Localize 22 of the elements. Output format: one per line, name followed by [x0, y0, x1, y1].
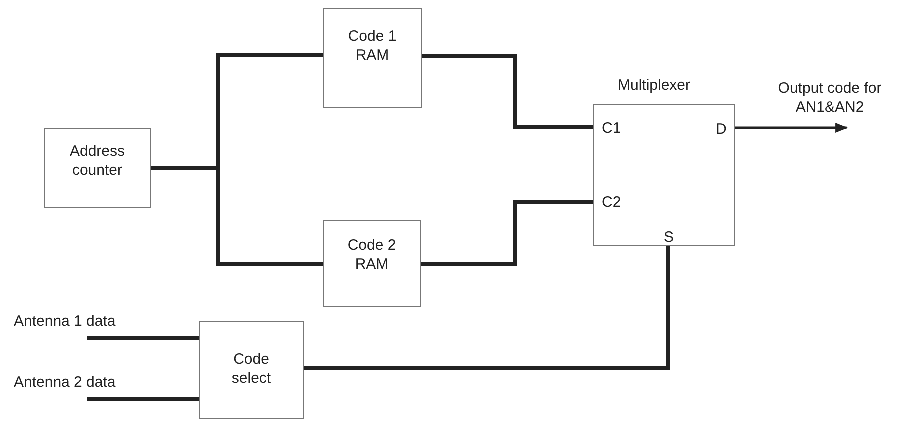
signal-line: [422, 54, 593, 129]
port-label: C2: [602, 195, 622, 210]
signal-line: [421, 200, 593, 266]
block-title: Multiplexer: [618, 78, 691, 93]
port-label: C1: [602, 121, 622, 136]
signal-line: [87, 336, 199, 340]
box-label: Address counter: [68, 143, 126, 181]
arrow: [735, 123, 848, 133]
memory-box: [323, 220, 421, 307]
process-box: [44, 128, 151, 208]
port-label: S: [664, 230, 674, 245]
signal-line: [87, 397, 199, 401]
signal-label: Antenna 1 data: [14, 313, 116, 332]
signal-line: [304, 246, 670, 370]
output-label: Output code for AN1&AN2: [760, 80, 899, 118]
process-box: [199, 321, 304, 419]
box-label: Code select: [230, 351, 272, 389]
signal-label: Antenna 2 data: [14, 374, 116, 393]
memory-box: [323, 8, 422, 108]
box-label: Code 1 RAM: [347, 28, 398, 66]
box-label: Code 2 RAM: [346, 236, 398, 274]
port-label: D: [716, 122, 727, 137]
